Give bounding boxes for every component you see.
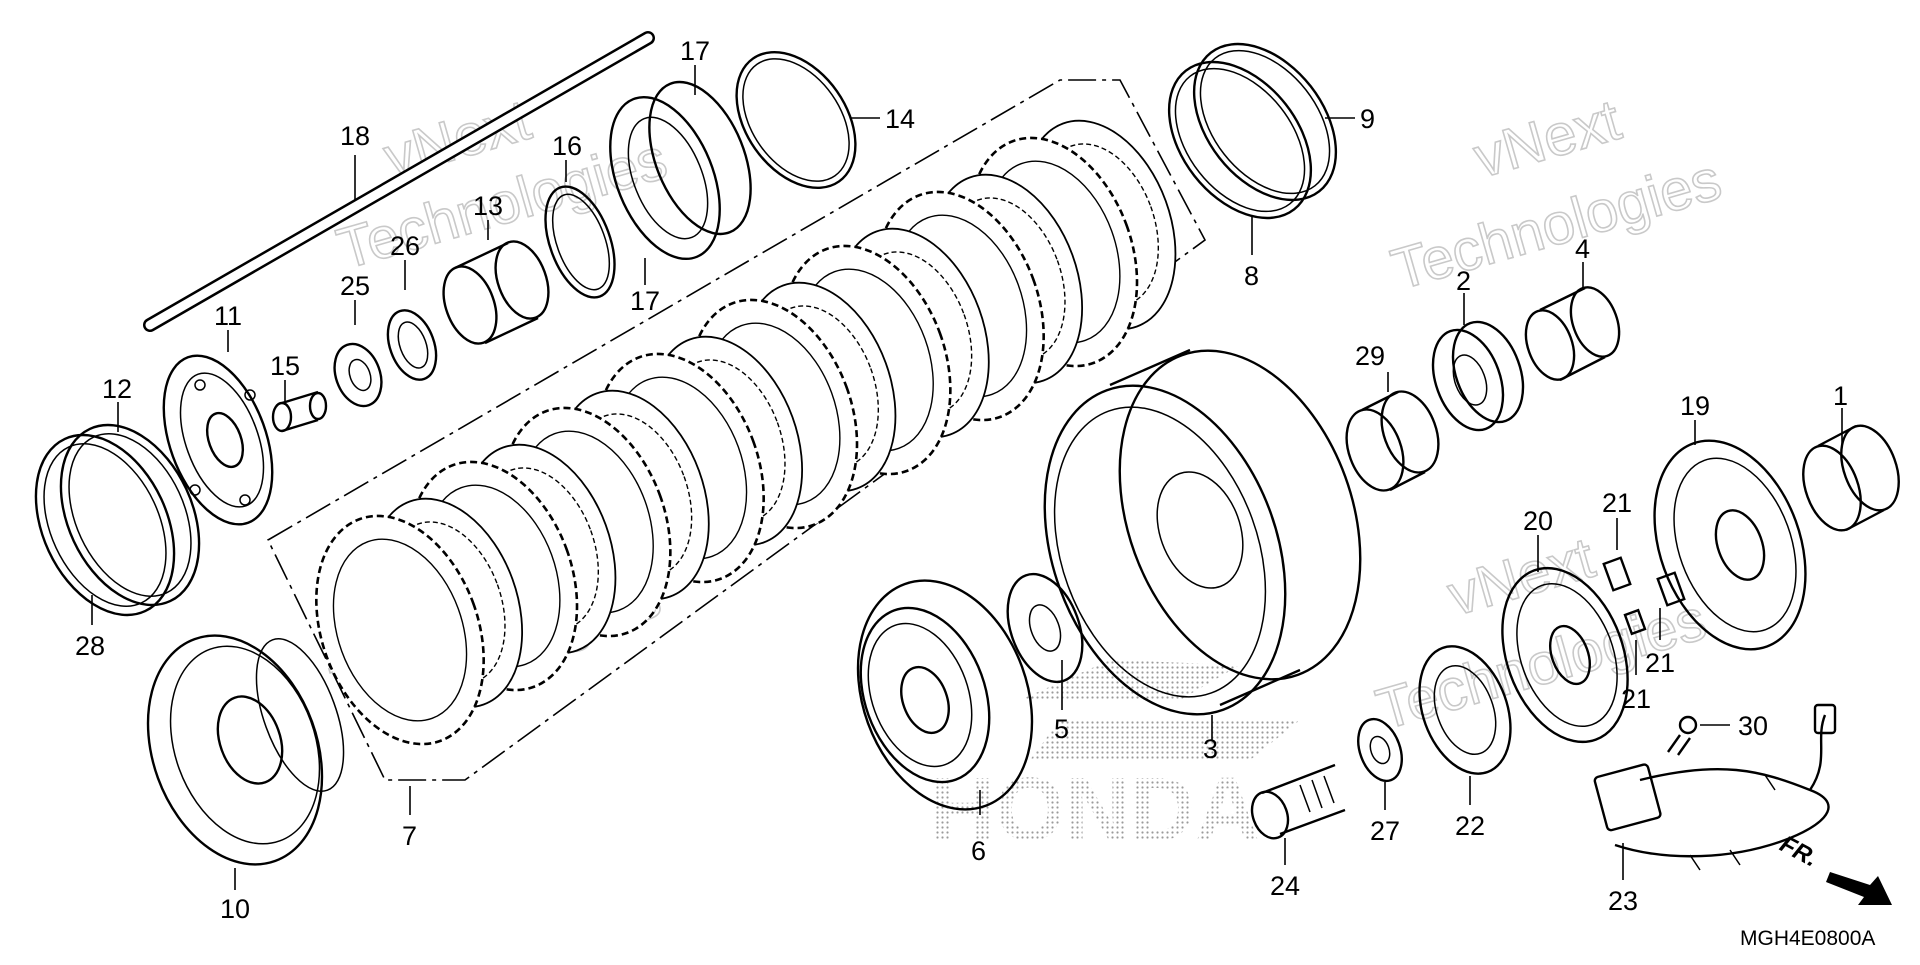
callout-30: 30	[1738, 711, 1768, 741]
part-3-clutch-outer	[1043, 348, 1362, 716]
callout-3: 3	[1203, 734, 1218, 764]
watermark-middle-right: vNext Technologies	[1369, 524, 1714, 743]
part-14-ring	[735, 50, 857, 190]
part-10-clutch-center	[146, 634, 345, 866]
callout-29: 29	[1355, 341, 1385, 371]
part-9-ring	[1192, 42, 1338, 202]
callout-18: 18	[340, 121, 370, 151]
callout-6: 6	[971, 836, 986, 866]
part-8-ring	[1167, 60, 1313, 220]
part-16-ring	[544, 185, 616, 299]
part-1-needle-bearing	[1802, 424, 1900, 532]
callout-28: 28	[75, 631, 105, 661]
callout-4: 4	[1575, 234, 1590, 264]
part-23-sensor-harness	[1593, 703, 1837, 871]
part-19-gear	[1653, 439, 1807, 651]
svg-text:vNext: vNext	[1467, 87, 1627, 190]
part-27-washer	[1357, 717, 1403, 783]
part-22-holder	[1418, 645, 1512, 775]
watermark-top-left: vNext Technologies	[330, 86, 675, 282]
callout-8: 8	[1244, 261, 1259, 291]
callout-10: 10	[220, 894, 250, 924]
part-24-bolt	[1250, 763, 1346, 840]
callout-22: 22	[1455, 811, 1485, 841]
callout-5: 5	[1054, 714, 1069, 744]
part-11-pressure-plate	[162, 354, 274, 526]
callout-2: 2	[1456, 266, 1471, 296]
callout-17-upper: 17	[680, 36, 710, 66]
callout-25: 25	[340, 271, 370, 301]
diagram-code: MGH4E0800A	[1740, 927, 1875, 950]
callout-24: 24	[1270, 871, 1300, 901]
front-direction-label: FR.	[1775, 831, 1822, 873]
callout-12: 12	[102, 374, 132, 404]
friction-disc	[315, 514, 485, 746]
callout-7: 7	[402, 821, 417, 851]
honda-wing-logo	[1020, 660, 1300, 760]
part-20-sensor-rotor	[1501, 566, 1629, 744]
part-5-washer	[1006, 572, 1084, 684]
callout-27: 27	[1370, 816, 1400, 846]
callout-15: 15	[270, 351, 300, 381]
front-direction-arrow: FR.	[1775, 831, 1892, 905]
part-7-clutch-pack-boundary	[266, 79, 1207, 781]
callout-labels: 1 2 3 4 5 6 7 8 9 10 11 12 13 14 15 16 1…	[75, 36, 1848, 924]
svg-text:Technologies: Technologies	[1385, 147, 1728, 303]
callout-20: 20	[1523, 506, 1553, 536]
part-18-rod	[143, 31, 655, 332]
callout-9: 9	[1360, 104, 1375, 134]
callout-19: 19	[1680, 391, 1710, 421]
part-6-driven-hub	[856, 579, 1034, 811]
callout-16: 16	[552, 131, 582, 161]
part-29-needle-bearing	[1345, 390, 1440, 492]
callout-21-bottom: 21	[1621, 684, 1651, 714]
part-17-judder-spring	[609, 80, 752, 261]
callout-26: 26	[390, 231, 420, 261]
callout-21-right: 21	[1645, 648, 1675, 678]
part-12-ring	[34, 433, 176, 617]
part-2-gear	[1431, 320, 1525, 432]
callout-17-lower: 17	[630, 286, 660, 316]
callout-21-top: 21	[1602, 488, 1632, 518]
callout-1: 1	[1833, 381, 1848, 411]
watermark-top-right: vNext Technologies	[1384, 86, 1729, 303]
callout-14: 14	[885, 104, 915, 134]
part-25-nut	[333, 342, 383, 408]
callout-11: 11	[214, 301, 242, 331]
part-7-clutch-plates	[315, 119, 1177, 746]
callout-13: 13	[473, 191, 503, 221]
part-28-ring	[59, 423, 201, 607]
honda-brand-text: HONDA	[930, 760, 1260, 860]
part-13-sleeve	[442, 240, 550, 345]
part-4-collar	[1524, 286, 1621, 382]
leader-lines	[91, 65, 1843, 890]
part-30-screw	[1667, 715, 1698, 756]
friction-disc-inner	[332, 538, 468, 722]
part-15-lifter	[271, 390, 328, 433]
part-26-washer	[386, 309, 438, 381]
part-21-springs	[1602, 556, 1686, 636]
callout-23: 23	[1608, 886, 1638, 916]
